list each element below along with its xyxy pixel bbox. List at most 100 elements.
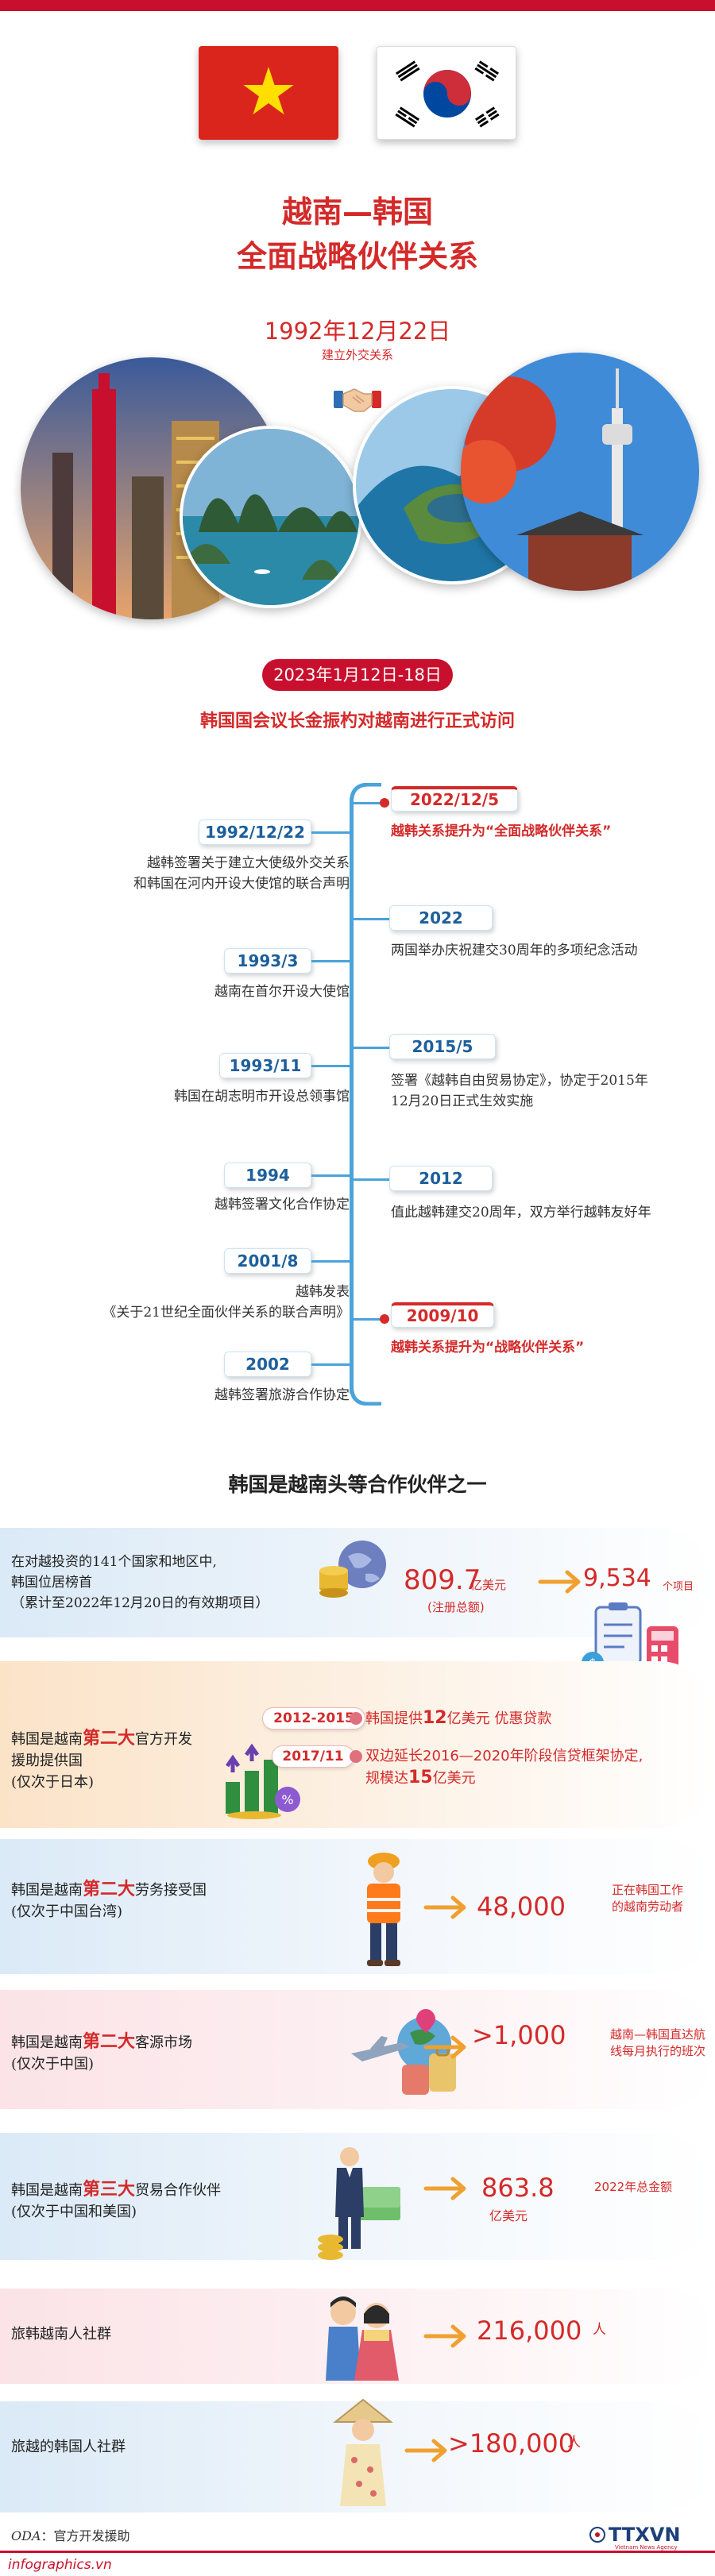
visit-description: 韩国国会议长金振杓对越南进行正式访问 [199, 711, 515, 731]
worker-icon [367, 1853, 400, 1966]
note-line: 线每月执行的班次 [610, 2044, 706, 2058]
event-text-line: 签署《越韩自由贸易协定》，协定于2015年 [391, 1073, 648, 1089]
timeline-date-2009-10: 2009/10 [391, 1302, 494, 1328]
couple-icon [326, 2296, 399, 2381]
logo-text: TTXVN [609, 2524, 680, 2546]
travel-luggage-icon [351, 2009, 456, 2095]
event-text-line: 值此越韩建交20周年，双方举行越韩友好年 [391, 1205, 651, 1221]
timeline-connector [353, 1318, 389, 1321]
label-line: (仅次于日本) [11, 1774, 95, 1791]
label-rank: 第二大 [83, 1729, 136, 1749]
investment-capital-note: (注册总额) [427, 1600, 485, 1614]
text-part: 规模达 [365, 1770, 408, 1787]
korean-in-viet-label: 旅越的韩国人社群 [11, 2439, 126, 2455]
site-link[interactable]: infographics.vn [8, 2557, 112, 2573]
viet-in-korea-value: 216,000 [477, 2316, 582, 2346]
label-line: 韩国位居榜首 [11, 1575, 92, 1591]
event-text-line: 越韩签署旅游合作协定 [214, 1387, 350, 1403]
label-part: 官方开发 [135, 1731, 193, 1748]
labor-label: 韩国是越南第二大劳务接受国 (仅次于中国台湾) [11, 1879, 313, 1922]
event-text-line: 越南在首尔开设大使馆 [214, 984, 350, 1000]
arrow-right-icon [423, 1895, 466, 1919]
visit-dates-badge: 2023年1月12日-18日 [262, 659, 453, 691]
globe-coins-icon [319, 1541, 386, 1598]
korean-in-viet-value: >180,000 [448, 2428, 575, 2458]
viet-in-korea-unit: 人 [593, 2322, 606, 2338]
page-title-line2: 全面战略伙伴关系 [236, 239, 478, 274]
footnote-key: ODA [11, 2528, 41, 2543]
trade-note: 2022年总金额 [594, 2180, 673, 2194]
note-line: 正在韩国工作 [612, 1883, 684, 1897]
timeline-event-1992-12-22: 越韩签署关于建立大使级外交关系 和韩国在河内开设大使馆的联合声明 [32, 853, 350, 894]
timeline-date-2012: 2012 [389, 1166, 493, 1191]
timeline-date-2022-12-5: 2022/12/5 [391, 786, 518, 812]
timeline-spine [350, 797, 354, 1394]
label-line: (仅次于中国台湾) [11, 1903, 123, 1920]
logo-subtext: Vietnam News Agency [615, 2544, 678, 2551]
event-text-line: 《关于21世纪全面伙伴关系的联合声明》 [102, 1305, 350, 1321]
timeline-date-2015-5: 2015/5 [389, 1034, 496, 1059]
investment-projects-value: 9,534 [583, 1564, 651, 1592]
labor-band [0, 1839, 715, 1974]
businessman-money-icon [318, 2147, 400, 2260]
event-text-line: 越韩签署关于建立大使级外交关系 [147, 855, 350, 871]
timeline-date-1993-3: 1993/3 [224, 948, 311, 974]
event-text-line: 越韩关系提升为“全面战略伙伴关系” [391, 823, 612, 839]
establish-date: 1992年12月22日 [264, 318, 451, 345]
korean-in-viet-unit: 人 [567, 2435, 581, 2451]
timeline-event-1993-11: 韩国在胡志明市开设总领事馆 [32, 1086, 350, 1107]
svg-text:%: % [281, 1792, 293, 1807]
event-text-line: 韩国在胡志明市开设总领事馆 [174, 1089, 350, 1105]
timeline-dot [380, 798, 389, 808]
arrow-right-icon [423, 2177, 466, 2200]
timeline-curve-bottom [350, 1386, 381, 1406]
establish-label: 建立外交关系 [321, 348, 393, 362]
label-rank: 第二大 [83, 1880, 136, 1899]
timeline-date-2002: 2002 [224, 1352, 311, 1377]
viet-in-korea-label: 旅韩越南人社群 [11, 2326, 111, 2343]
label-rank: 第二大 [83, 2032, 136, 2052]
oda-footnote: ODA：官方开发援助 [11, 2525, 130, 2544]
label-line: (仅次于中国和美国) [11, 2204, 137, 2220]
halong-bay-photo [180, 426, 362, 608]
partner-section-title: 韩国是越南头等合作伙伴之一 [228, 1473, 487, 1496]
timeline-event-1994: 越韩签署文化合作协定 [32, 1194, 350, 1215]
timeline-connector [311, 1065, 350, 1067]
timeline-connector [311, 831, 350, 834]
timeline-event-2009-10: 越韩关系提升为“战略伙伴关系” [391, 1337, 709, 1358]
label-line: 在对越投资的141个国家和地区中, [11, 1554, 217, 1570]
timeline-connector [353, 802, 389, 804]
note-line: 的越南劳动者 [612, 1899, 684, 1914]
timeline-date-1994: 1994 [224, 1163, 311, 1188]
oda-band [0, 1661, 715, 1828]
ttxvn-logo: TTXVN Vietnam News Agency [588, 2522, 707, 2551]
timeline-connector [353, 918, 389, 920]
timeline-date-1992-12-22: 1992/12/22 [199, 819, 311, 845]
woman-conical-hat-icon [333, 2398, 393, 2506]
seoul-tower-photo [461, 353, 699, 591]
label-part: 韩国是越南 [11, 1882, 83, 1899]
label-part: 韩国是越南 [11, 2182, 83, 2199]
bullet-icon [350, 1750, 362, 1763]
timeline-connector [353, 1047, 389, 1049]
timeline-event-2022: 两国举办庆祝建交30周年的多项纪念活动 [391, 940, 709, 961]
timeline-event-2002: 越韩签署旅游合作协定 [32, 1385, 350, 1406]
trade-label: 韩国是越南第三大贸易合作伙伴 (仅次于中国和美国) [11, 2179, 313, 2223]
oda-period-2: 2017/11 [272, 1745, 354, 1768]
label-part: 贸易合作伙伴 [135, 2182, 222, 2199]
timeline-event-2022-12-5: 越韩关系提升为“全面战略伙伴关系” [391, 821, 709, 842]
label-line: (仅次于中国) [11, 2056, 95, 2073]
oda-amount-1: 12 [423, 1708, 447, 1728]
timeline-event-1993-3: 越南在首尔开设大使馆 [32, 981, 350, 1002]
label-part: 韩国是越南 [11, 1731, 83, 1748]
event-text-line: 越韩签署文化合作协定 [214, 1197, 350, 1213]
arrow-right-icon [538, 1570, 581, 1594]
label-part: 韩国是越南 [11, 2034, 83, 2051]
timeline-curve-top [350, 783, 381, 802]
timeline-event-2015-5: 签署《越韩自由贸易协定》，协定于2015年 12月20日正式生效实施 [391, 1070, 709, 1112]
timeline-dot [380, 1314, 389, 1324]
korea-flag [377, 46, 516, 140]
footnote-text: ：官方开发援助 [41, 2528, 130, 2543]
investment-capital-value: 809.7 [404, 1564, 481, 1596]
text-part: 韩国提供 [365, 1710, 423, 1727]
